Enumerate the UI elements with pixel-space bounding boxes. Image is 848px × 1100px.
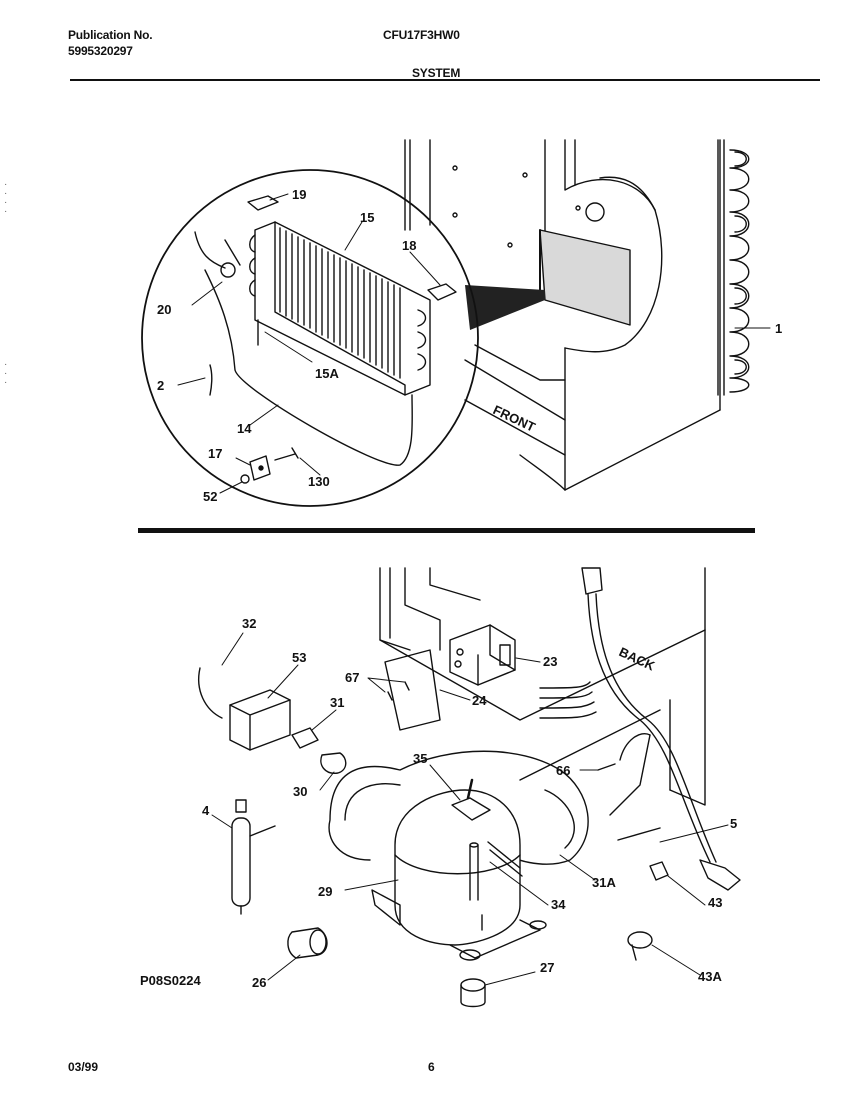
washer-52	[240, 474, 250, 484]
plate-17	[249, 455, 271, 481]
callout-31a: 31A	[592, 875, 616, 890]
screw-66	[597, 763, 616, 771]
callout-19: 19	[292, 187, 306, 202]
callout-14: 14	[237, 421, 252, 436]
callout-32: 32	[242, 616, 256, 631]
header-rule	[70, 79, 820, 81]
pad-19	[247, 195, 279, 211]
evaporator	[249, 221, 431, 396]
publication-number: 5995320297	[68, 44, 133, 58]
section-title: SYSTEM	[412, 66, 461, 80]
front-label: FRONT	[491, 402, 538, 435]
callout-1: 1	[775, 321, 782, 336]
model-number: CFU17F3HW0	[383, 28, 460, 42]
heater-wire	[194, 231, 413, 466]
callout-27: 27	[540, 960, 554, 975]
callout-53: 53	[292, 650, 306, 665]
compressor-base-pad	[328, 750, 589, 865]
callout-35: 35	[413, 751, 427, 766]
compressor	[371, 778, 547, 961]
callout-20: 20	[157, 302, 171, 317]
clamp-43a	[627, 931, 653, 961]
callout-18: 18	[402, 238, 416, 253]
overload-assembly	[198, 667, 347, 774]
machine-compartment	[379, 567, 706, 806]
callout-43: 43	[708, 895, 722, 910]
section-divider	[138, 528, 755, 533]
callout-2: 2	[157, 378, 164, 393]
callout-4: 4	[202, 803, 210, 818]
callout-52: 52	[203, 489, 217, 504]
callout-43a: 43A	[698, 969, 722, 984]
scan-dots-top: ····	[4, 179, 8, 217]
drawing-code: P08S0224	[140, 973, 201, 988]
callout-30: 30	[293, 784, 307, 799]
callout-5: 5	[730, 816, 737, 831]
bottom-leaders	[211, 632, 729, 986]
callout-34: 34	[551, 897, 566, 912]
screw-130	[274, 447, 299, 461]
callout-29: 29	[318, 884, 332, 899]
wire-harness	[539, 567, 741, 891]
drier	[231, 799, 276, 915]
callout-130: 130	[308, 474, 330, 489]
callout-67: 67	[345, 670, 359, 685]
plate-17-hole	[258, 465, 264, 471]
grommet-26	[287, 927, 328, 959]
footer-page-number: 6	[428, 1060, 435, 1074]
pad-18	[427, 283, 457, 301]
callout-31: 31	[330, 695, 344, 710]
scan-dots-mid: ···	[4, 359, 8, 388]
publication-label: Publication No.	[68, 28, 153, 42]
callout-24: 24	[472, 693, 487, 708]
callout-15: 15	[360, 210, 374, 225]
callout-26: 26	[252, 975, 266, 990]
callout-66: 66	[556, 763, 570, 778]
top-leaders	[177, 193, 771, 494]
callout-17: 17	[208, 446, 222, 461]
detail-circle	[141, 169, 479, 507]
callout-15a: 15A	[315, 366, 339, 381]
callout-23: 23	[543, 654, 557, 669]
relay-bracket	[384, 624, 516, 731]
footer-date: 03/99	[68, 1060, 99, 1074]
condenser-coil	[717, 139, 750, 396]
cabinet-outline	[404, 139, 721, 491]
grommet-27	[460, 978, 486, 1008]
clip-43	[649, 861, 669, 881]
